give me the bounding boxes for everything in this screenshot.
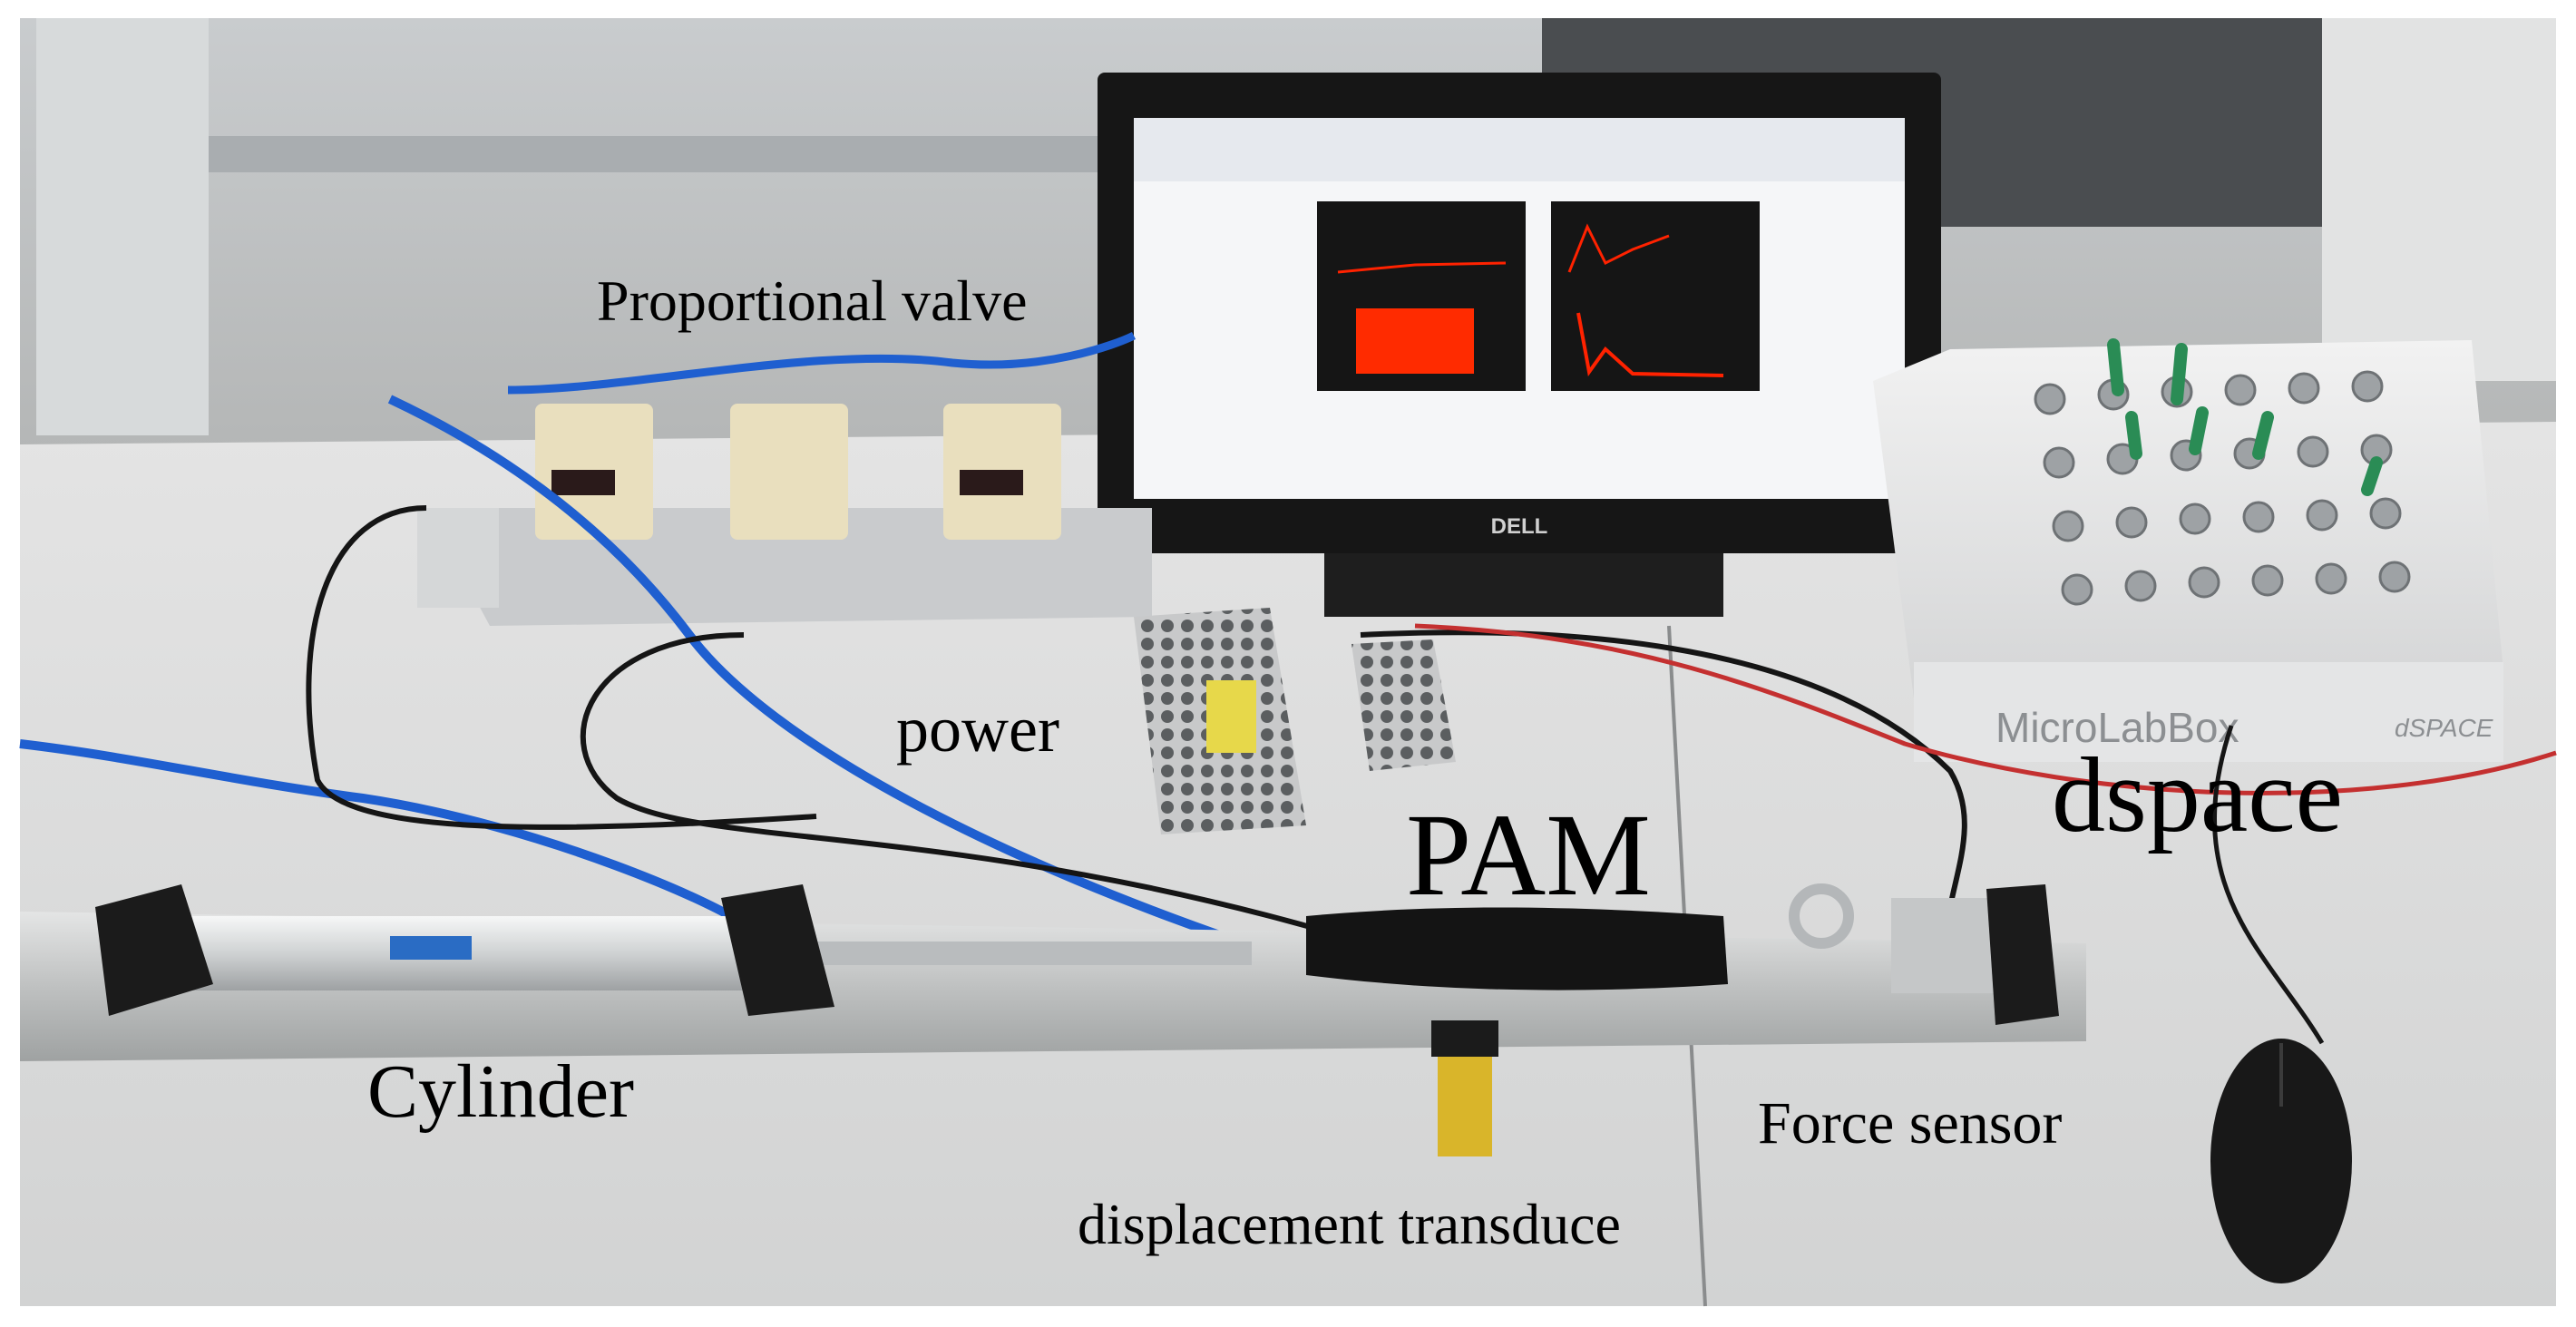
- laser-sensor-mount: [1431, 1020, 1498, 1057]
- cylinder-rod: [744, 942, 1252, 965]
- eye-bolt: [1789, 883, 1854, 949]
- screen-toolbar: [1134, 118, 1905, 181]
- pam-muscle: [1306, 907, 1728, 990]
- cylinder-end-block-right: [721, 884, 834, 1016]
- dspace-model-label: MicroLabBox: [1995, 704, 2239, 751]
- plot-panel-1: [1317, 201, 1526, 299]
- force-sensor-block: [1891, 898, 1995, 993]
- label-displacement-transducer: displacement transduce: [1078, 1192, 1621, 1256]
- signal-cable-1: [306, 505, 817, 830]
- dspace-plugged-cables: [2107, 338, 2383, 496]
- signal-cable-2: [580, 632, 1452, 973]
- label-force-sensor: Force sensor: [1758, 1090, 2063, 1156]
- dspace-box-front: [1914, 662, 2503, 762]
- label-cylinder: Cylinder: [367, 1049, 634, 1134]
- power-supply-small: [1351, 639, 1456, 771]
- valve-3-display: [960, 470, 1023, 495]
- pneumatic-tube-1: [19, 739, 747, 929]
- valve-manifold: [417, 404, 1152, 626]
- plot-signal-band: [1356, 308, 1474, 374]
- aluminium-frame-left: [36, 18, 209, 435]
- label-proportional-valve: Proportional valve: [597, 268, 1028, 333]
- label-dspace: dspace: [2052, 736, 2344, 854]
- red-cable: [1414, 623, 2557, 795]
- mouse-body: [2210, 1039, 2352, 1283]
- label-pam: PAM: [1406, 790, 1651, 921]
- valve-1-display: [551, 470, 615, 495]
- test-rail-assembly: [20, 883, 2086, 1156]
- power-supply-terminal: [1206, 680, 1256, 753]
- label-power: power: [896, 693, 1059, 766]
- aluminium-frame-top: [136, 136, 1134, 172]
- monitor-brand: DELL: [1491, 514, 1548, 539]
- cylinder-end-block-left: [95, 884, 213, 1016]
- plot-panel-2: [1551, 201, 1760, 299]
- plot-trace-2: [1567, 223, 1670, 273]
- power-supplies: [1134, 608, 1456, 834]
- valve-2: [730, 404, 848, 540]
- mouse-cable: [2212, 725, 2325, 1045]
- dspace-brand-label: dSPACE: [2395, 714, 2493, 742]
- computer-mouse: [2210, 1039, 2352, 1283]
- pressure-sensor-block: [417, 508, 499, 608]
- dspace-connector-grid: [2034, 370, 2411, 606]
- cylinder-label: [390, 936, 472, 960]
- rail-end-bracket: [1986, 884, 2059, 1025]
- cables-and-tubes: [19, 331, 2557, 1045]
- right-panel: [2322, 18, 2556, 381]
- pneumatic-tube-3: [507, 331, 1137, 395]
- dspace-unit: MicroLabBox dSPACE: [1873, 338, 2503, 762]
- plot-trace-1: [1337, 261, 1507, 274]
- plot-trace-4: [1576, 312, 1724, 377]
- monitor: DELL: [1098, 73, 1941, 617]
